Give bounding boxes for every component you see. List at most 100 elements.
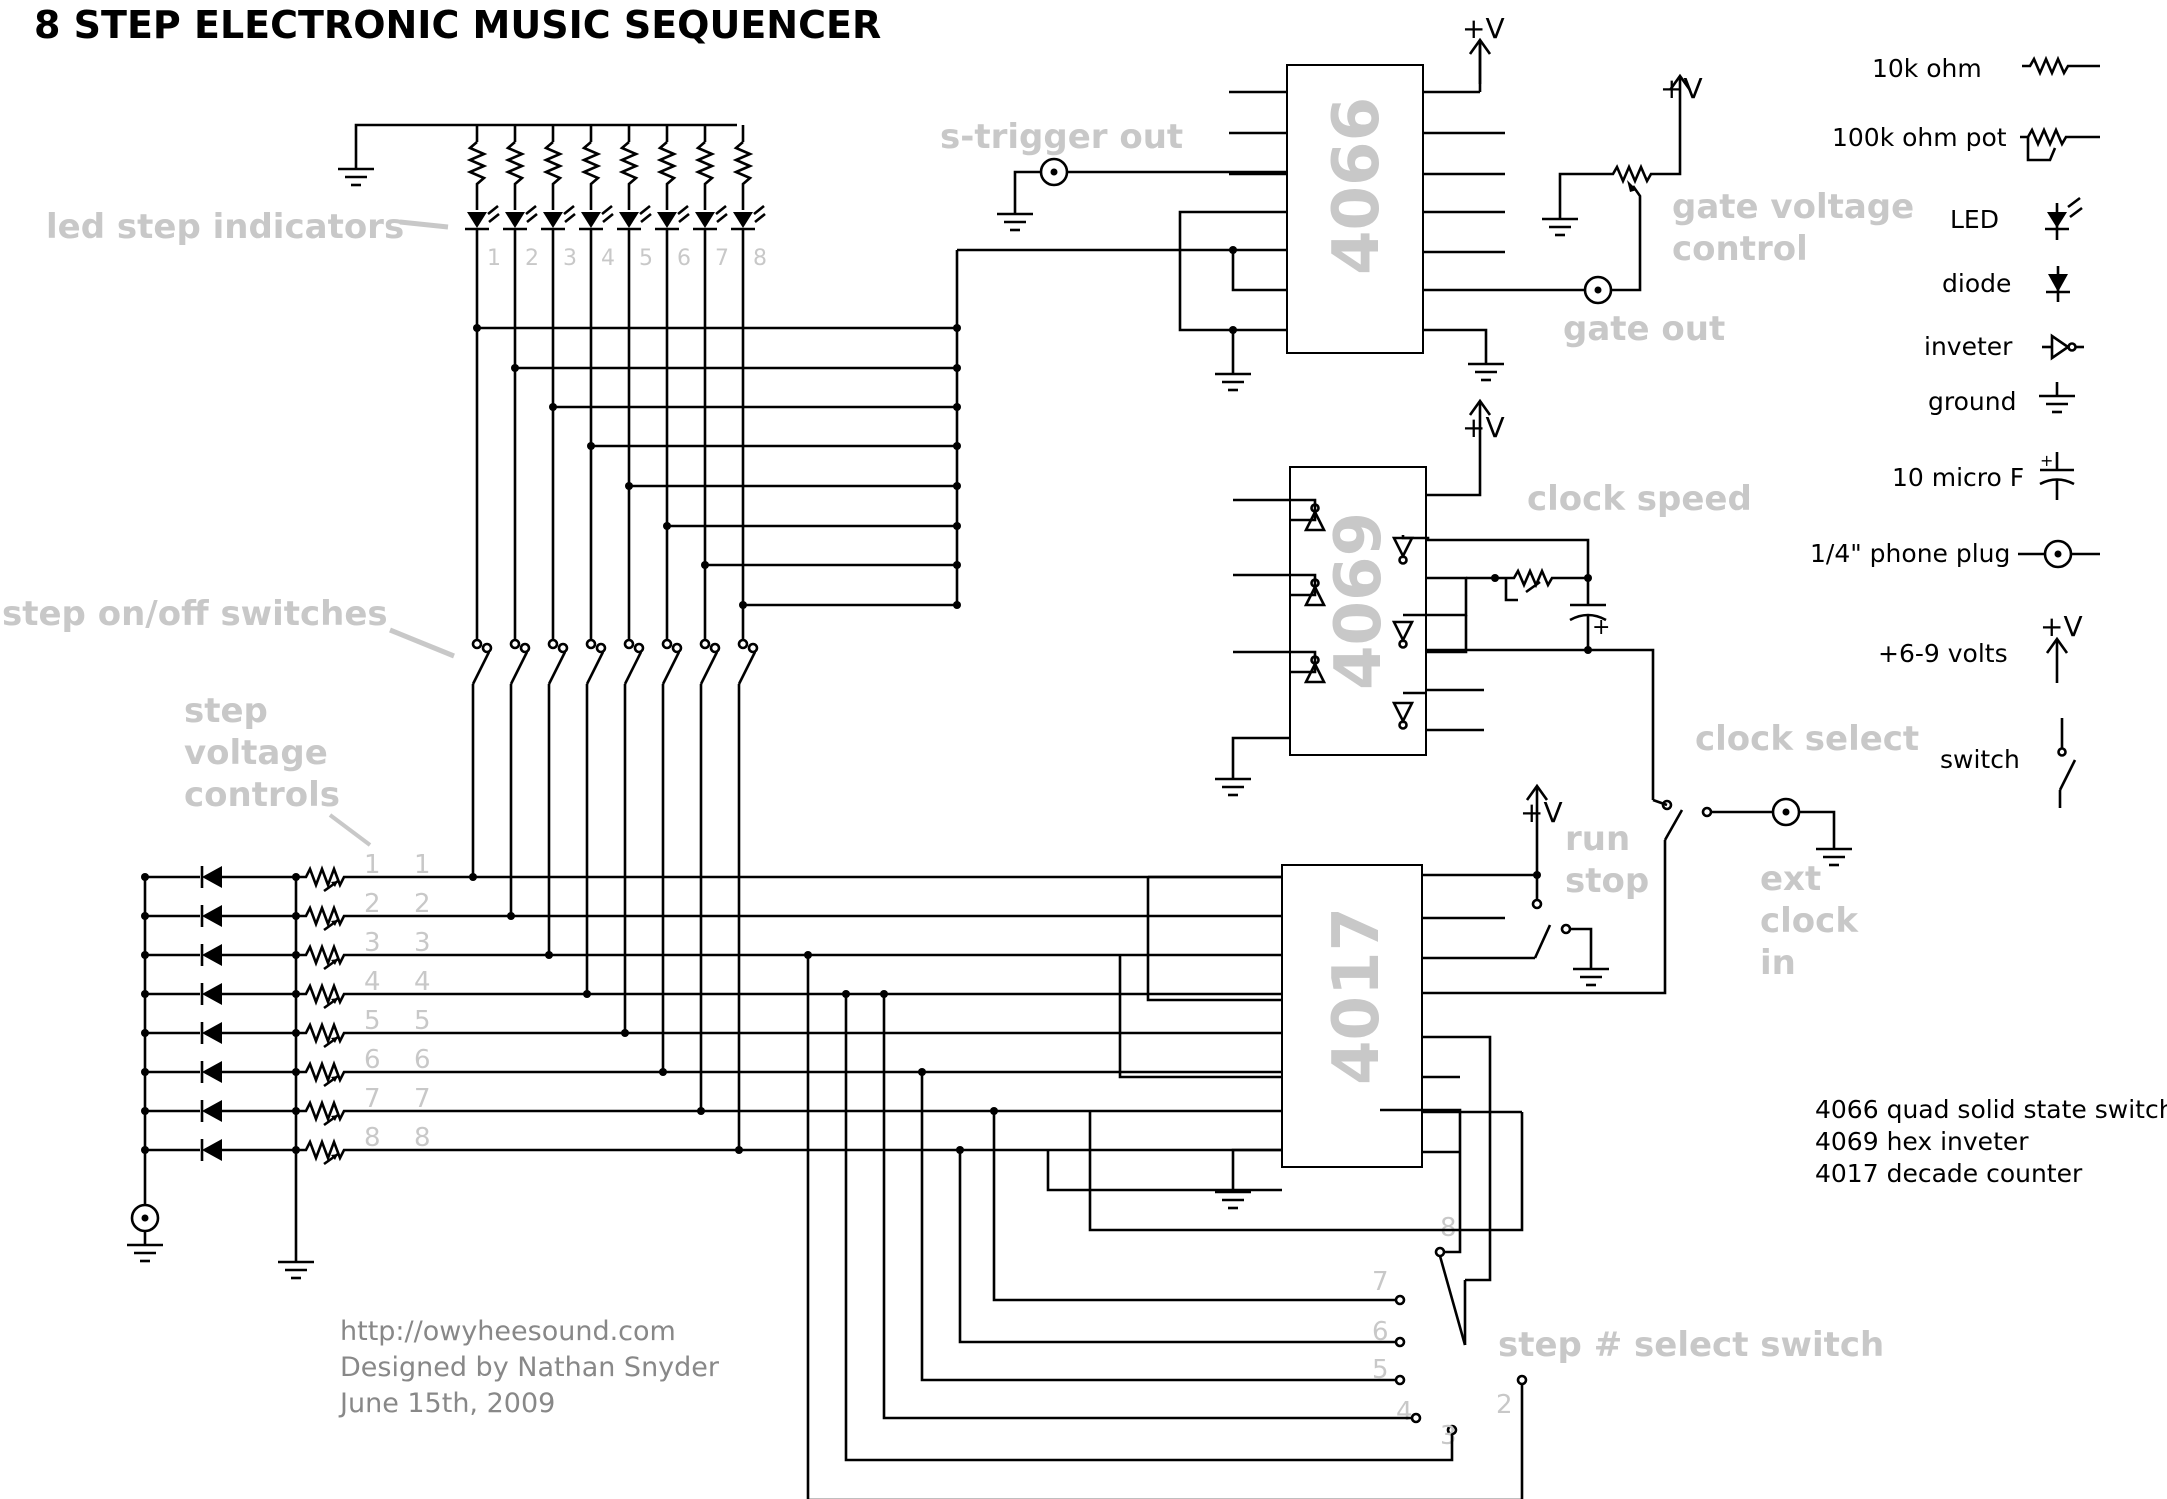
legend-10k: 10k ohm xyxy=(1872,54,1982,83)
gate-voltage-label-1: gate voltage xyxy=(1672,187,1914,227)
ext-clock-label-1: ext xyxy=(1760,859,1821,899)
step-row-label-8: 8 xyxy=(414,1123,431,1153)
led-number-3: 3 xyxy=(563,246,577,271)
step-select-label: step # select switch xyxy=(1498,1325,1884,1365)
step-pot-1 xyxy=(296,865,352,889)
step-switch-3 xyxy=(547,638,569,955)
step-row-label-6: 6 xyxy=(414,1045,431,1075)
step-row-label-7: 7 xyxy=(414,1084,431,1114)
chip-4017: 4017 xyxy=(1213,864,1537,1210)
select-contact-2 xyxy=(1516,1374,1528,1386)
select-contact-7 xyxy=(1394,1294,1406,1306)
legend-pot: 100k ohm pot xyxy=(1832,123,2007,152)
led-number-8: 8 xyxy=(753,246,767,271)
supply-4069: +V xyxy=(1462,411,1505,444)
run-label: run xyxy=(1565,819,1630,859)
step-voltage-label-2: voltage xyxy=(184,733,328,773)
led-8 xyxy=(731,204,766,231)
led-number-7: 7 xyxy=(715,246,729,271)
led-step-indicators xyxy=(336,123,766,640)
step-diode-8 xyxy=(202,1139,222,1161)
led-resistor-3 xyxy=(542,125,564,210)
legend-plug: 1/4" phone plug xyxy=(1810,539,2010,568)
legend-cap: 10 micro F xyxy=(1892,463,2024,492)
step-pot-8 xyxy=(296,1138,352,1162)
led-resistor-5 xyxy=(618,125,640,210)
step-pot-3 xyxy=(296,943,352,967)
led-resistor-7 xyxy=(694,125,716,210)
step-switch-6 xyxy=(661,638,683,1072)
select-number-3: 3 xyxy=(1440,1421,1457,1451)
led-resistor-2 xyxy=(504,125,526,210)
step-pot-label-8: 8 xyxy=(364,1123,381,1153)
stop-label: stop xyxy=(1565,861,1649,901)
step-row-label-1: 1 xyxy=(414,850,431,880)
step-pot-label-1: 1 xyxy=(364,850,381,880)
step-pot-label-4: 4 xyxy=(364,967,381,997)
select-wire-7 xyxy=(992,1111,1396,1302)
supply-pot: +V xyxy=(1660,72,1703,105)
step-voltage-label-3: controls xyxy=(184,775,340,815)
select-contact-4 xyxy=(1410,1412,1422,1424)
select-number-5: 5 xyxy=(1372,1355,1389,1385)
step-row-label-2: 2 xyxy=(414,889,431,919)
led-number-2: 2 xyxy=(525,246,539,271)
step-diode-1 xyxy=(202,866,222,888)
led-4 xyxy=(579,204,614,231)
select-contact-8 xyxy=(1434,1246,1446,1258)
clock-speed-label: clock speed xyxy=(1527,479,1752,519)
select-wire-4 xyxy=(882,994,1412,1420)
bus-junction-7 xyxy=(701,561,709,569)
led-number-5: 5 xyxy=(639,246,653,271)
legend: 10k ohm 100k ohm pot LED diode inveter g… xyxy=(1810,54,2100,808)
select-number-6: 6 xyxy=(1372,1317,1389,1347)
select-wire-6 xyxy=(958,1150,1396,1344)
led-resistor-4 xyxy=(580,125,602,210)
bus-junction-1 xyxy=(473,324,481,332)
led-step-indicators-label: led step indicators xyxy=(46,207,404,247)
chip-notes: 4066 quad solid state switch 4069 hex in… xyxy=(1815,1095,2167,1188)
select-wire-3 xyxy=(844,994,1454,1462)
step-pot-label-2: 2 xyxy=(364,889,381,919)
step-pot-label-3: 3 xyxy=(364,928,381,958)
step-pot-label-7: 7 xyxy=(364,1084,381,1114)
legend-inverter: inveter xyxy=(1924,332,2013,361)
bus-junction-3 xyxy=(549,403,557,411)
select-contact-5 xyxy=(1394,1374,1406,1386)
step-row-label-3: 3 xyxy=(414,928,431,958)
step-row-label-5: 5 xyxy=(414,1006,431,1036)
credit-url: http://owyheesound.com xyxy=(340,1316,676,1347)
legend-diode: diode xyxy=(1942,269,2011,298)
step-pot-6 xyxy=(296,1060,352,1084)
legend-volts: +6-9 volts xyxy=(1878,639,2008,668)
legend-switch: switch xyxy=(1940,745,2020,774)
svg-text:+: + xyxy=(2040,451,2053,470)
chip-note-4066: 4066 quad solid state switch xyxy=(1815,1095,2167,1124)
chip-4066: 4066 xyxy=(1229,38,1506,382)
chip-4069-label: 4069 xyxy=(1322,512,1396,690)
step-switches-label: step on/off switches xyxy=(2,594,388,634)
step-switch-8 xyxy=(737,638,759,1150)
led-number-1: 1 xyxy=(487,246,501,271)
legend-led: LED xyxy=(1950,205,1999,234)
ext-clock-label-2: clock xyxy=(1760,901,1859,941)
led-number-4: 4 xyxy=(601,246,615,271)
step-pot-label-5: 5 xyxy=(364,1006,381,1036)
step-voltage-label-1: step xyxy=(184,691,268,731)
credits: http://owyheesound.com Designed by Natha… xyxy=(338,1316,720,1419)
credit-designer: Designed by Nathan Snyder xyxy=(340,1352,720,1383)
led-7 xyxy=(693,204,728,231)
select-contact-6 xyxy=(1394,1336,1406,1348)
credit-date: June 15th, 2009 xyxy=(338,1388,555,1419)
legend-volts-symbol: +V xyxy=(2040,610,2083,643)
s-trigger-out-label: s-trigger out xyxy=(940,117,1183,157)
led-3 xyxy=(541,204,576,231)
step-diode-3 xyxy=(202,944,222,966)
led-6 xyxy=(655,204,690,231)
svg-text:+: + xyxy=(1592,615,1610,640)
